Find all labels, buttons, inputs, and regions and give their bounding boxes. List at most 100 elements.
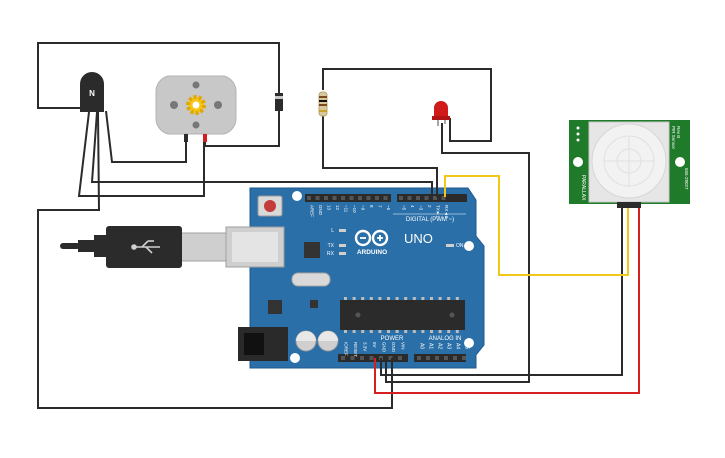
red-led[interactable]	[432, 101, 450, 126]
usb-cable	[60, 226, 227, 268]
l-led-label: L	[331, 228, 334, 234]
mcu-pin	[352, 330, 356, 333]
header-hole[interactable]	[366, 196, 371, 200]
analog-pin-label: A5	[464, 343, 470, 349]
power-pin-label: GND	[382, 342, 387, 353]
header-hole[interactable]	[324, 196, 328, 200]
mcu-pin	[361, 330, 365, 333]
wire-pir-gnd	[380, 207, 623, 376]
pir-sensor[interactable]: PARALLAX PIR Sensor 555-28027 Rev B	[569, 120, 690, 208]
header-hole[interactable]	[315, 196, 320, 200]
digital-pin-label: 8	[369, 205, 374, 208]
header-hole[interactable]	[398, 356, 402, 360]
crystal-oscillator	[291, 272, 331, 287]
wire-transistor-emitter	[90, 111, 433, 197]
pir-mount-hole	[573, 157, 583, 167]
regulator	[268, 300, 282, 314]
header-hole[interactable]	[433, 196, 437, 200]
header-hole[interactable]	[416, 196, 420, 200]
wire-transistor-motor	[105, 110, 187, 163]
mcu-pin	[387, 297, 390, 300]
mounting-hole	[464, 241, 474, 251]
header-hole[interactable]	[441, 196, 446, 200]
digital-pin-label: 4	[410, 205, 415, 208]
header-hole[interactable]	[424, 196, 429, 200]
mcu-pin	[421, 297, 425, 300]
resistor[interactable]	[318, 91, 328, 117]
transistor-label: N	[89, 89, 95, 98]
mcu-pin	[447, 330, 451, 333]
digital-pin-label: ~6	[386, 205, 391, 211]
mcu-pin	[430, 297, 433, 300]
wire-led-pin	[385, 123, 530, 383]
rx-led-label: RX	[327, 251, 335, 257]
header-hole[interactable]	[435, 356, 439, 360]
digital-pin-label: ~3	[419, 205, 424, 211]
mcu-pin	[455, 330, 459, 333]
header-hole[interactable]	[332, 196, 337, 200]
mcu-pin	[412, 330, 416, 333]
pir-brand-text: PARALLAX	[580, 175, 586, 201]
analog-pin-label: A2	[437, 343, 443, 349]
header-hole[interactable]	[417, 356, 421, 360]
header-hole[interactable]	[341, 196, 345, 200]
header-hole[interactable]	[360, 356, 364, 360]
header-hole[interactable]	[375, 196, 379, 200]
diode[interactable]	[275, 93, 283, 111]
pir-pin-header	[617, 202, 641, 208]
header-hole[interactable]	[369, 356, 374, 360]
power-pin-label: 5V	[372, 342, 377, 348]
mounting-hole	[290, 353, 300, 363]
mcu-pin	[369, 297, 373, 300]
mcu-pin	[447, 297, 451, 300]
mcu-pin	[378, 330, 382, 333]
header-hole[interactable]	[358, 196, 362, 200]
arduino-logo-icon	[354, 229, 389, 247]
header-hole[interactable]	[462, 356, 466, 360]
mcu-pin	[430, 330, 433, 333]
digital-pin-label: ~9	[361, 205, 366, 211]
mcu-pin	[361, 297, 365, 300]
power-header-label: POWER	[381, 336, 404, 342]
header-hole[interactable]	[383, 196, 388, 200]
power-pin-label: GND	[391, 342, 396, 353]
reset-button-cap[interactable]	[264, 200, 276, 212]
header-hole[interactable]	[388, 356, 393, 360]
header-hole[interactable]	[453, 356, 457, 360]
header-hole[interactable]	[341, 356, 345, 360]
header-hole[interactable]	[350, 356, 355, 360]
header-hole[interactable]	[444, 356, 448, 360]
dc-motor[interactable]	[155, 75, 237, 142]
l-led	[339, 229, 346, 232]
wire-red-5v	[374, 207, 640, 394]
usb-plug-metal	[179, 232, 227, 262]
mcu-pin	[395, 330, 399, 333]
wire-resistor-top	[322, 68, 492, 142]
digital-pin-label: AREF	[310, 205, 315, 217]
digital-header-label: DIGITAL (PWM ~)	[406, 217, 454, 223]
analog-pin-label: A4	[455, 343, 461, 349]
header-hole[interactable]	[399, 196, 403, 200]
header-hole[interactable]	[407, 196, 412, 200]
digital-pin-label: ~5	[402, 205, 407, 211]
on-led	[446, 244, 454, 247]
power-pin-label: VIN	[401, 342, 406, 350]
header-hole[interactable]	[349, 196, 354, 200]
header-hole[interactable]	[307, 196, 311, 200]
motor-terminal-black	[184, 134, 188, 142]
rx-led	[339, 252, 346, 255]
motor-terminal-red	[203, 134, 207, 142]
usb-icon	[131, 240, 160, 254]
digital-pin-label: ~10	[352, 205, 357, 213]
header-hole[interactable]	[426, 356, 430, 360]
wire-transistor-base	[77, 111, 205, 197]
npn-transistor[interactable]: N	[80, 72, 104, 112]
tx-led-label: TX	[328, 243, 335, 249]
pir-part-text: 555-28027	[684, 168, 689, 190]
mcu-pin	[438, 297, 442, 300]
mcu-pin	[404, 330, 408, 333]
mcu-pin	[387, 330, 390, 333]
digital-pin-label: 7	[378, 205, 383, 208]
